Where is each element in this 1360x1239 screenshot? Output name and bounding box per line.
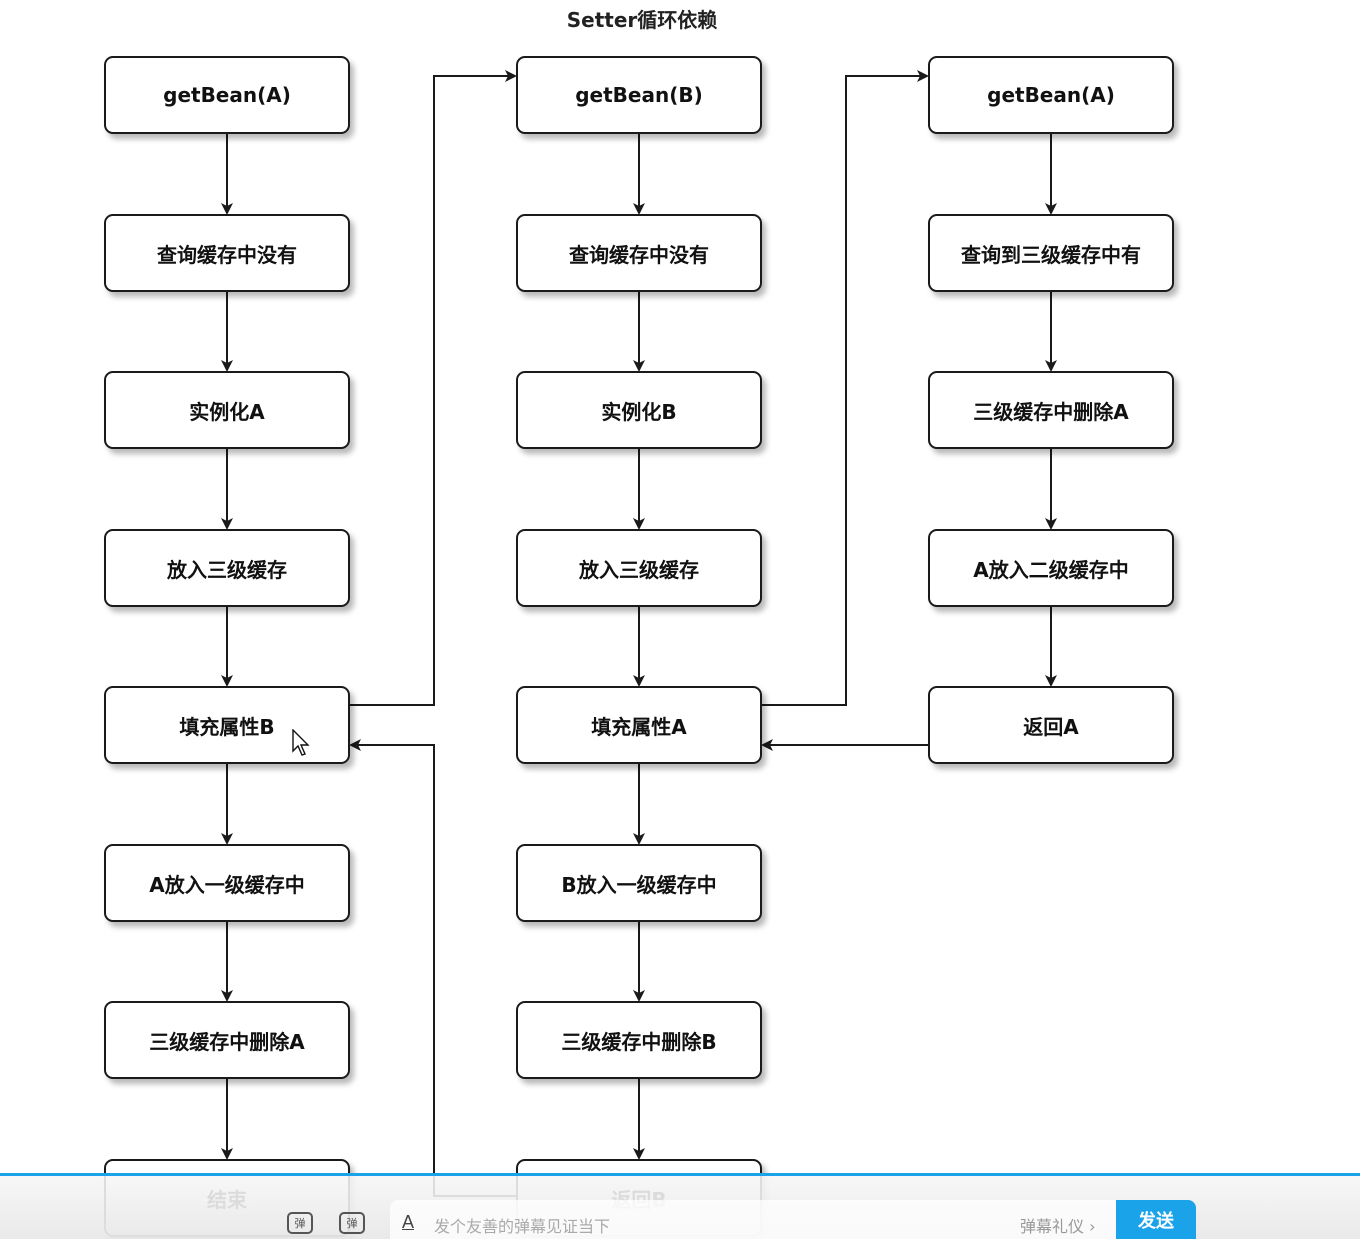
font-style-icon[interactable]: A xyxy=(402,1212,415,1232)
col-b-node-3: 实例化B xyxy=(516,371,762,449)
col-a-node-6: A放入一级缓存中 xyxy=(104,844,350,922)
col-a2-node-3: 三级缓存中删除A xyxy=(928,371,1174,449)
col-a2-node-2: 查询到三级缓存中有 xyxy=(928,214,1174,292)
col-b-node-5: 填充属性A xyxy=(516,686,762,764)
col-b-node-7: 三级缓存中删除B xyxy=(516,1001,762,1079)
col-a-node-5: 填充属性B xyxy=(104,686,350,764)
col-a2-node-4: A放入二级缓存中 xyxy=(928,529,1174,607)
col-a-node-7: 三级缓存中删除A xyxy=(104,1001,350,1079)
connector-fill-b-to-getbean-b xyxy=(350,70,517,706)
diagram-title: Setter循环依赖 xyxy=(566,8,718,32)
col-a2-node-5: 返回A xyxy=(928,686,1174,764)
col-b-node-6: B放入一级缓存中 xyxy=(516,844,762,922)
danmaku-bar-accent-line xyxy=(0,1173,1360,1176)
mouse-pointer-icon xyxy=(292,729,310,756)
col-a2-node-1: getBean(A) xyxy=(928,56,1174,134)
connector-return-b-to-fill-b xyxy=(349,739,516,1197)
col-b-node-2: 查询缓存中没有 xyxy=(516,214,762,292)
col-b-node-4: 放入三级缓存 xyxy=(516,529,762,607)
col-a-node-1: getBean(A) xyxy=(104,56,350,134)
danmaku-settings-icon[interactable]: 弹 xyxy=(339,1212,365,1234)
connector-fill-a-to-getbean-a xyxy=(762,70,929,706)
send-button[interactable]: 发送 xyxy=(1116,1200,1196,1239)
col-a-node-2: 查询缓存中没有 xyxy=(104,214,350,292)
danmaku-toggle-icon[interactable]: 弹 xyxy=(287,1212,313,1234)
col-a-node-3: 实例化A xyxy=(104,371,350,449)
col-b-node-1: getBean(B) xyxy=(516,56,762,134)
danmaku-input-placeholder: 发个友善的弹幕见证当下 xyxy=(434,1217,611,1236)
col-a-node-4: 放入三级缓存 xyxy=(104,529,350,607)
danmaku-input[interactable] xyxy=(390,1200,1116,1239)
danmaku-etiquette-link[interactable]: 弹幕礼仪 › xyxy=(1020,1217,1096,1236)
